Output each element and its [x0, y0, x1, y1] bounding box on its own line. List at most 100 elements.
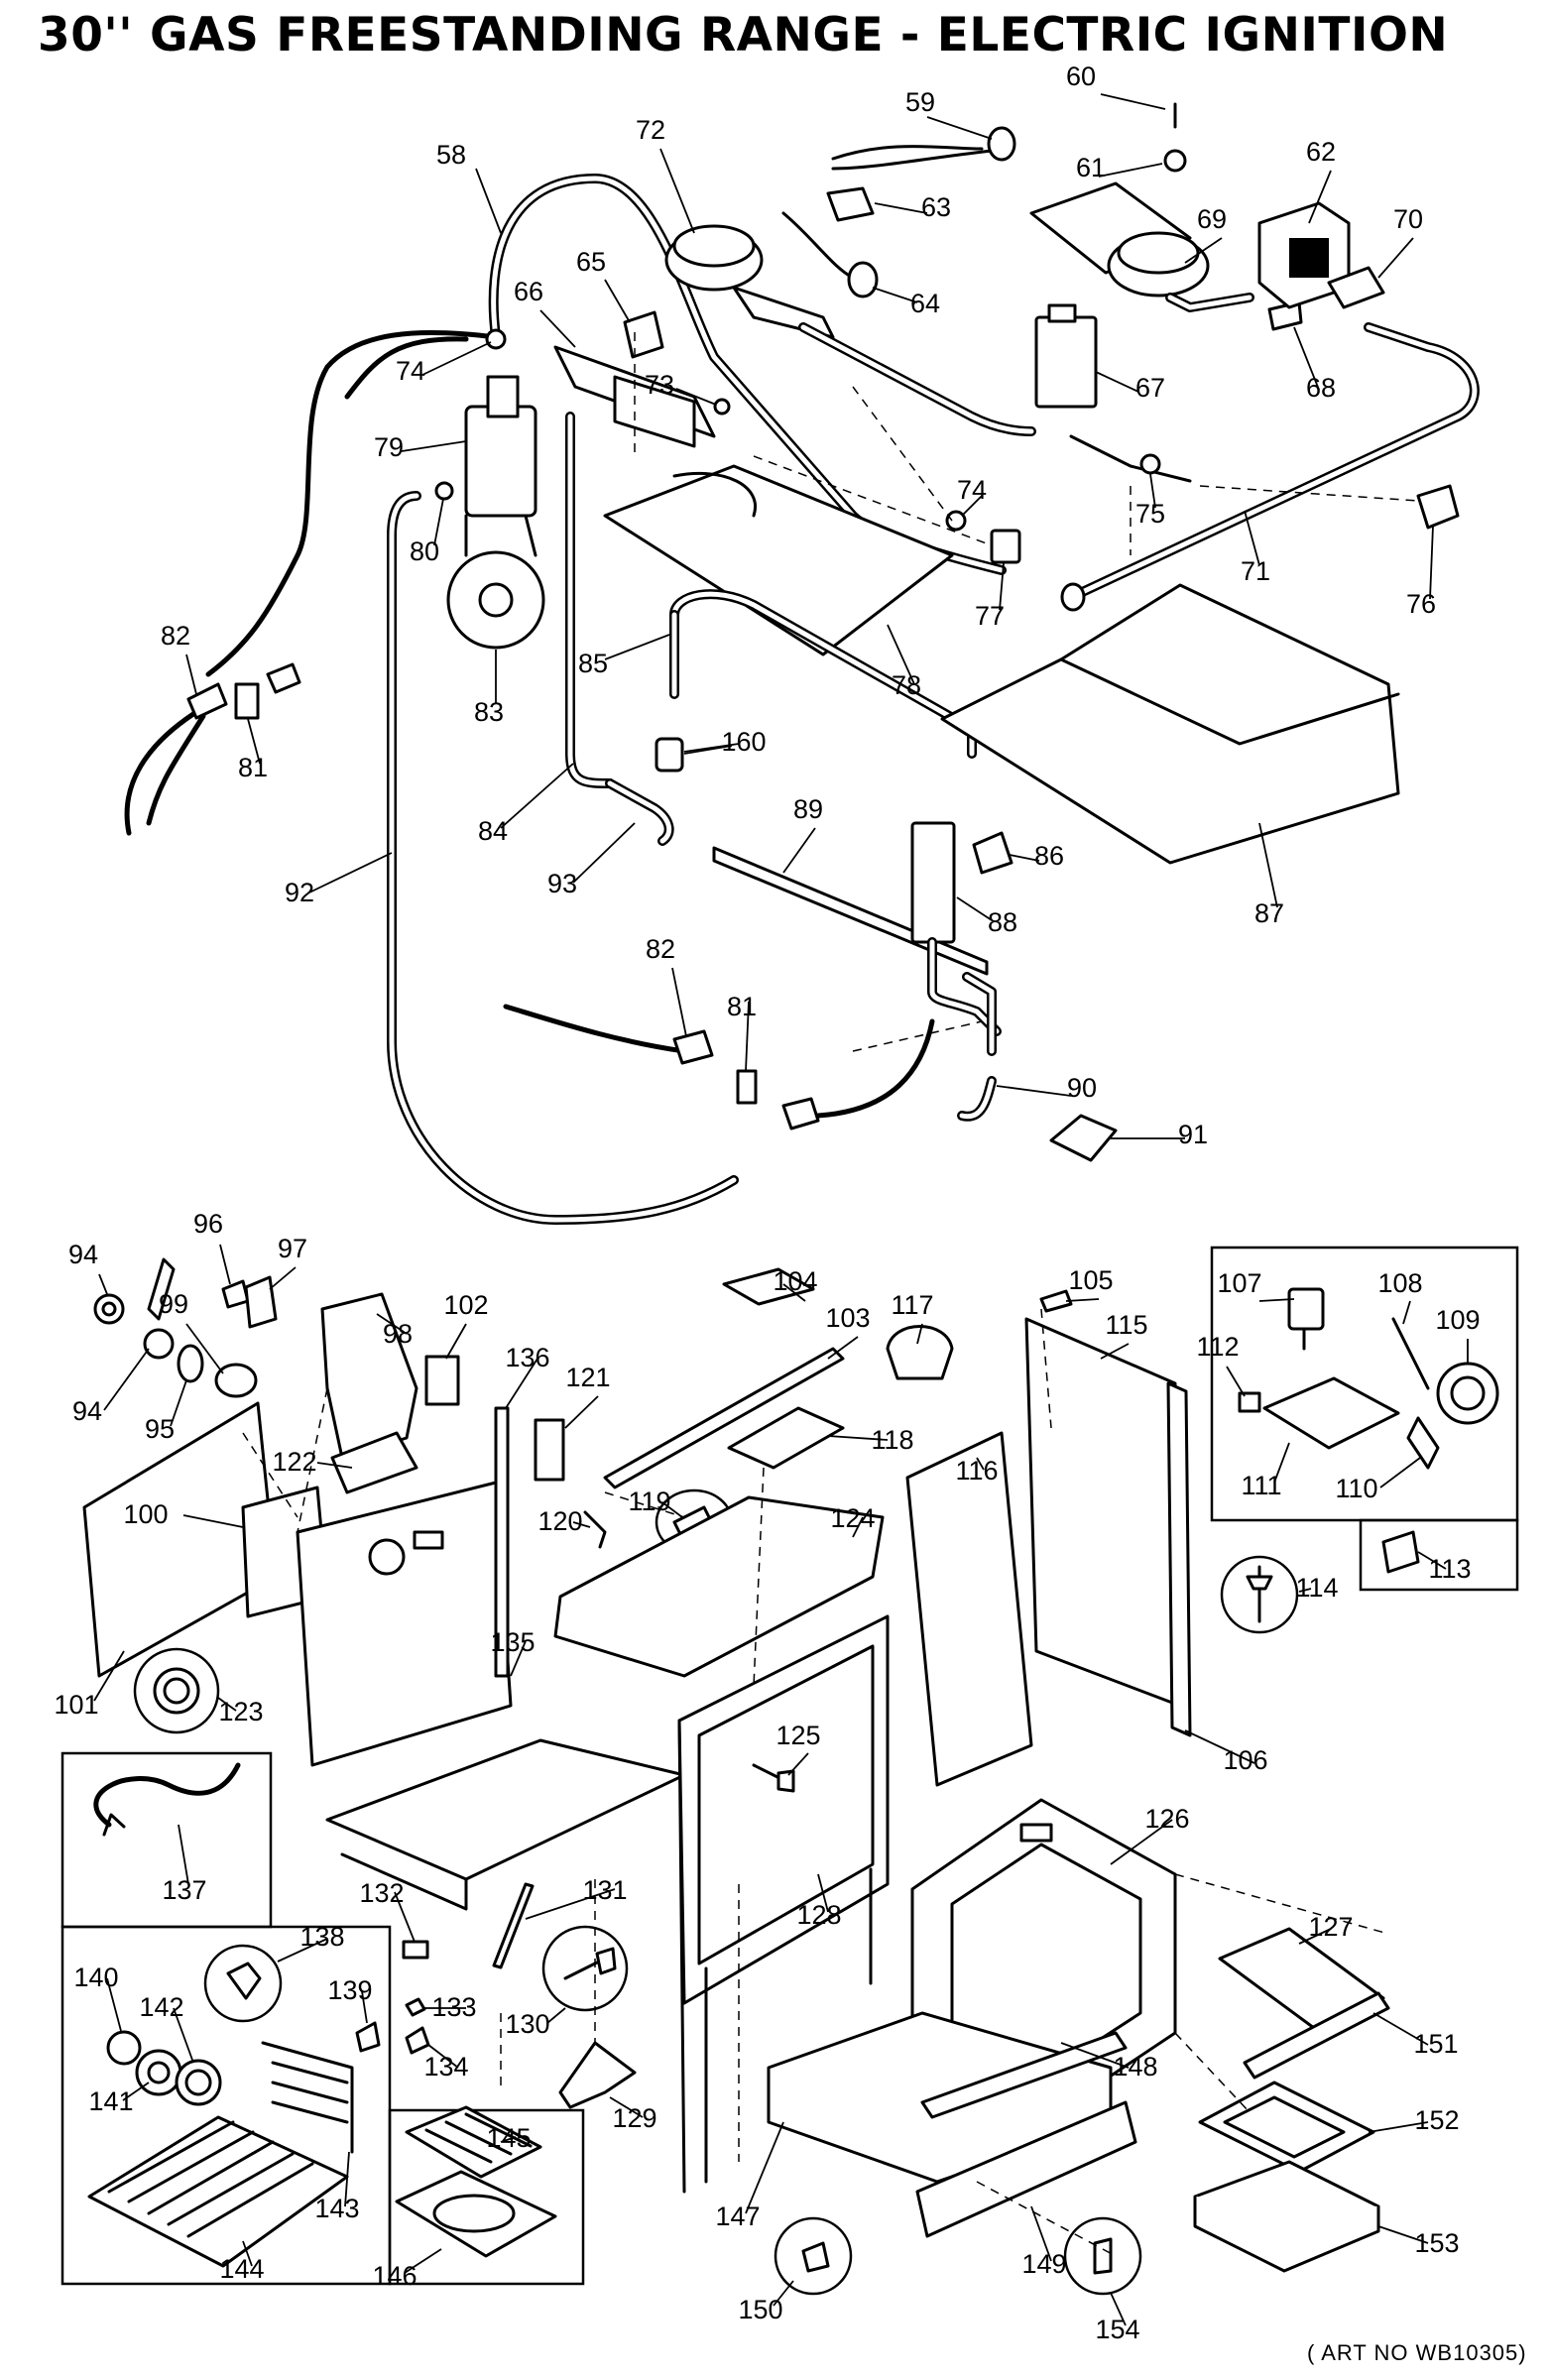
callout-76: 76	[1406, 589, 1436, 619]
part-67-spark-module	[1034, 315, 1098, 409]
part-84-tube	[565, 412, 615, 788]
callout-62: 62	[1306, 137, 1336, 167]
callout-109: 109	[1435, 1305, 1480, 1335]
callout-66: 66	[514, 277, 543, 306]
callout-72: 72	[636, 115, 665, 145]
part-81-bracket-lower	[736, 1069, 758, 1105]
part-136-bracket	[494, 1406, 510, 1678]
callout-90: 90	[1067, 1073, 1097, 1103]
part-118-tray	[727, 1406, 845, 1470]
leader-lines	[93, 93, 1469, 2326]
callout-105: 105	[1068, 1265, 1113, 1295]
callout-133: 133	[431, 1992, 476, 2022]
part-112-bracket	[1238, 1391, 1261, 1413]
part-144-oven-rack	[87, 2115, 349, 2268]
callout-116: 116	[955, 1456, 998, 1486]
part-139-bracket	[355, 2021, 381, 2053]
part-79-regulator	[464, 405, 537, 518]
part-138-callout	[203, 1944, 283, 2023]
callout-121: 121	[565, 1363, 610, 1392]
part-73-spark	[713, 398, 731, 416]
callout-92: 92	[285, 878, 314, 907]
callout-88: 88	[988, 907, 1017, 937]
callout-100: 100	[123, 1499, 168, 1529]
callout-124: 124	[830, 1503, 875, 1533]
part-160-orifice	[655, 737, 684, 773]
part-64-igniter-wire	[781, 211, 855, 280]
part-63-bracket	[826, 186, 875, 222]
part-129-door-hinge	[558, 2041, 637, 2109]
part-97-bracket	[244, 1275, 278, 1329]
callout-74: 74	[957, 475, 987, 505]
callout-80: 80	[410, 536, 439, 566]
callout-131: 131	[582, 1875, 627, 1905]
callout-69: 69	[1197, 204, 1227, 234]
part-116-side-panel	[905, 1431, 1033, 1787]
part-148-drawer-rail	[920, 2031, 1128, 2119]
part-110-latch	[1406, 1416, 1440, 1470]
part-61-nut	[1163, 149, 1187, 173]
callout-98: 98	[383, 1319, 413, 1349]
part-123-grommet-callout	[133, 1647, 220, 1734]
part-87-burner-box-plate	[940, 583, 1400, 865]
callout-128: 128	[796, 1900, 841, 1930]
callout-78: 78	[892, 670, 921, 700]
part-146-broiler-pan	[395, 2170, 557, 2258]
callout-151: 151	[1413, 2029, 1458, 2059]
part-96-clip	[221, 1279, 250, 1309]
part-105-clip	[1039, 1289, 1073, 1313]
callout-132: 132	[359, 1878, 404, 1908]
inset-box-broiler-pan	[388, 2108, 585, 2286]
callout-139: 139	[327, 1975, 372, 2005]
callout-99: 99	[159, 1289, 188, 1319]
part-86-bracket	[972, 831, 1013, 875]
part-111-lock-base	[1262, 1376, 1400, 1450]
part-75-valve-stem	[1069, 434, 1192, 483]
part-74-fitting-left	[485, 328, 507, 350]
callout-63: 63	[921, 192, 951, 222]
callout-142: 142	[139, 1992, 183, 2022]
callout-152: 152	[1414, 2105, 1459, 2135]
inset-box-113	[1359, 1518, 1519, 1592]
part-135-back-panel	[296, 1481, 513, 1767]
callout-86: 86	[1034, 841, 1064, 871]
callout-103: 103	[825, 1303, 870, 1333]
callout-106: 106	[1223, 1745, 1267, 1775]
callout-149: 149	[1021, 2249, 1066, 2279]
part-59-igniter-wire	[831, 145, 984, 161]
callout-137: 137	[162, 1875, 206, 1905]
callout-82: 82	[646, 934, 675, 964]
part-74-fitting-right	[945, 510, 967, 532]
part-115-side-panel	[1024, 1317, 1182, 1708]
part-78-burner-plate	[603, 464, 954, 656]
part-120-wire	[583, 1510, 607, 1549]
callout-97: 97	[278, 1234, 307, 1263]
callout-111: 111	[1241, 1471, 1281, 1500]
callout-87: 87	[1254, 898, 1284, 928]
callout-122: 122	[272, 1447, 316, 1477]
part-150-clip-callout	[774, 2216, 853, 2296]
part-91-bracket	[1049, 1114, 1118, 1162]
callout-85: 85	[578, 649, 608, 678]
callout-91: 91	[1178, 1120, 1208, 1149]
part-149-kick-panel	[915, 2100, 1137, 2238]
callout-135: 135	[490, 1627, 535, 1657]
part-145-broiler-grid	[405, 2105, 542, 2179]
part-131-spring	[492, 1882, 535, 1969]
callout-68: 68	[1306, 373, 1336, 403]
callout-143: 143	[314, 2194, 359, 2223]
callout-64: 64	[910, 289, 940, 318]
part-95-bulb	[177, 1344, 204, 1383]
callout-74: 74	[396, 356, 425, 386]
callout-134: 134	[423, 2052, 468, 2082]
callout-71: 71	[1241, 556, 1270, 586]
callout-108: 108	[1377, 1268, 1422, 1298]
callout-110: 110	[1335, 1474, 1377, 1503]
callout-140: 140	[73, 1963, 118, 1992]
callout-114: 114	[1295, 1573, 1338, 1603]
part-143-bake-element	[261, 2041, 354, 2154]
callout-150: 150	[738, 2295, 782, 2324]
